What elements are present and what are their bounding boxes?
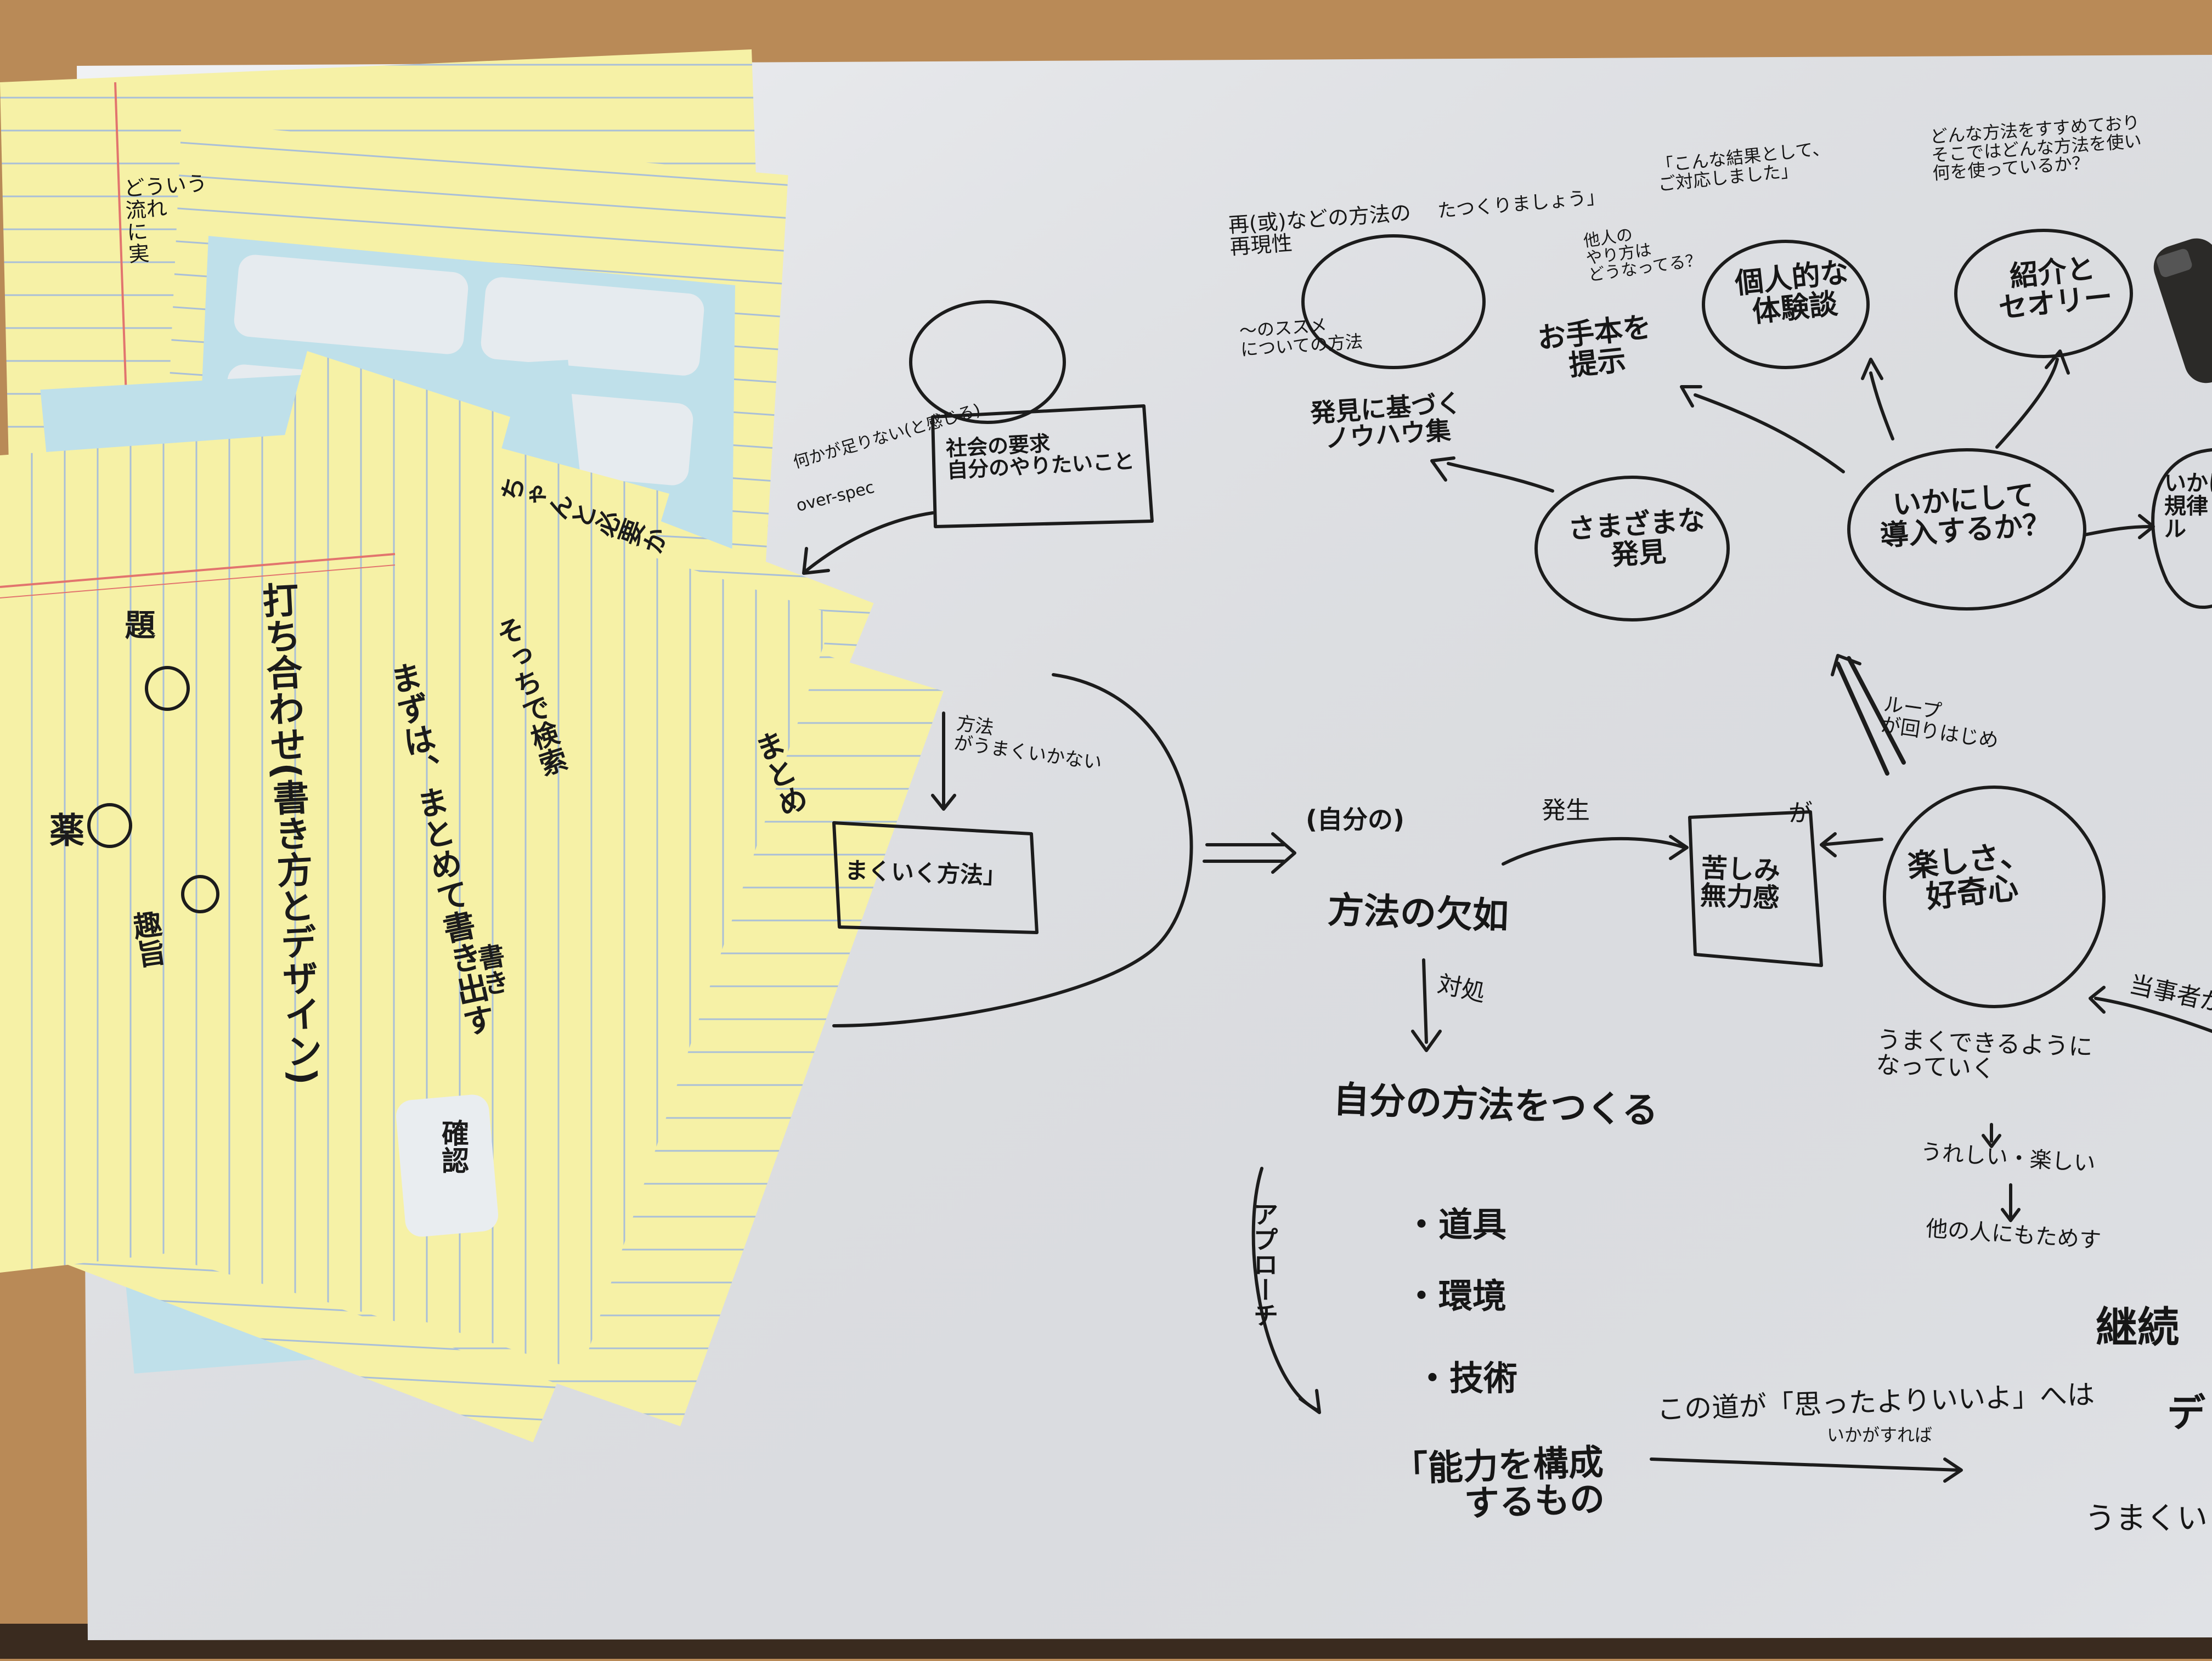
- sticker-text: 確認: [437, 1119, 469, 1174]
- label-de: デ: [2167, 1391, 2205, 1436]
- node-otehon: [909, 300, 1066, 424]
- node-ikani: [1847, 448, 2086, 611]
- label-keizoku: 継続: [2096, 1303, 2179, 1352]
- node-kojin: [1702, 240, 1870, 369]
- box-umaku-label: まくいく方法」: [844, 856, 1007, 890]
- label-umaku-iku: うまくいく: [2085, 1501, 2212, 1536]
- card-mark-bottom: 薬: [43, 812, 84, 847]
- node-hakken-know-label: 発見に基づく ノウハウ集: [1309, 388, 1463, 454]
- node-samazama-label: さまざまな 発見: [1567, 504, 1706, 571]
- label-hassei: 発生: [1542, 796, 1590, 824]
- card-mark-side: 題: [120, 609, 155, 640]
- box-umaku: [832, 821, 1039, 934]
- label-ga: が: [1788, 799, 1813, 827]
- label-approach: アプローチ: [1249, 1201, 1279, 1327]
- label-ikaga: いかがすれば: [1827, 1425, 1933, 1445]
- node-hakken-know: [1301, 234, 1486, 369]
- pen-cap-icon: [2153, 238, 2212, 383]
- box-kurushimi: [1688, 810, 1823, 967]
- node-tanoshisa: [1883, 786, 2106, 1008]
- node-otehon-label: お手本を 提示: [1536, 310, 1653, 382]
- label-jibun-1: (自分の): [1306, 805, 1405, 834]
- node-ikani-label: いかにして 導入するか？: [1879, 479, 2052, 553]
- box-kurushimi-label: 苦しみ 無力感: [1700, 852, 1781, 914]
- node-shoukai-label: 紹介と セオリー: [1997, 252, 2114, 325]
- label-dekiru: うまくできるように なっていく: [1875, 1026, 2094, 1083]
- label-dougu: ・道具: [1404, 1205, 1507, 1245]
- mindmap-ink: [802, 229, 2212, 1483]
- node-kojin-label: 個人的な 体験談: [1733, 256, 1850, 329]
- node-samazama: [1534, 476, 1730, 622]
- node-right-cut-label: いかに 規律 ル: [2164, 471, 2212, 542]
- card-mark-stroke: 趣旨: [126, 908, 167, 970]
- note-susume: 〜のススメ についての方法: [1238, 314, 1364, 360]
- card-text-7: どういう 流れ に 実: [123, 171, 208, 267]
- label-kankyou: ・環境: [1404, 1276, 1507, 1316]
- label-jibun-2: 方法の欠如: [1327, 889, 1510, 937]
- node-tanoshisa-label: 楽しさ、 好奇心: [1906, 836, 2032, 916]
- node-right-cut: [2151, 448, 2212, 609]
- node-shoukai: [1954, 229, 2133, 358]
- box-shakai: [931, 404, 1154, 528]
- label-nouryoku: 「能力を構成 するもの: [1392, 1442, 1606, 1525]
- label-gijutsu: ・技術: [1415, 1358, 1518, 1398]
- box-shakai-label: 社会の要求 自分のやりたいこと: [945, 431, 1135, 483]
- index-card-stack: [0, 49, 944, 1443]
